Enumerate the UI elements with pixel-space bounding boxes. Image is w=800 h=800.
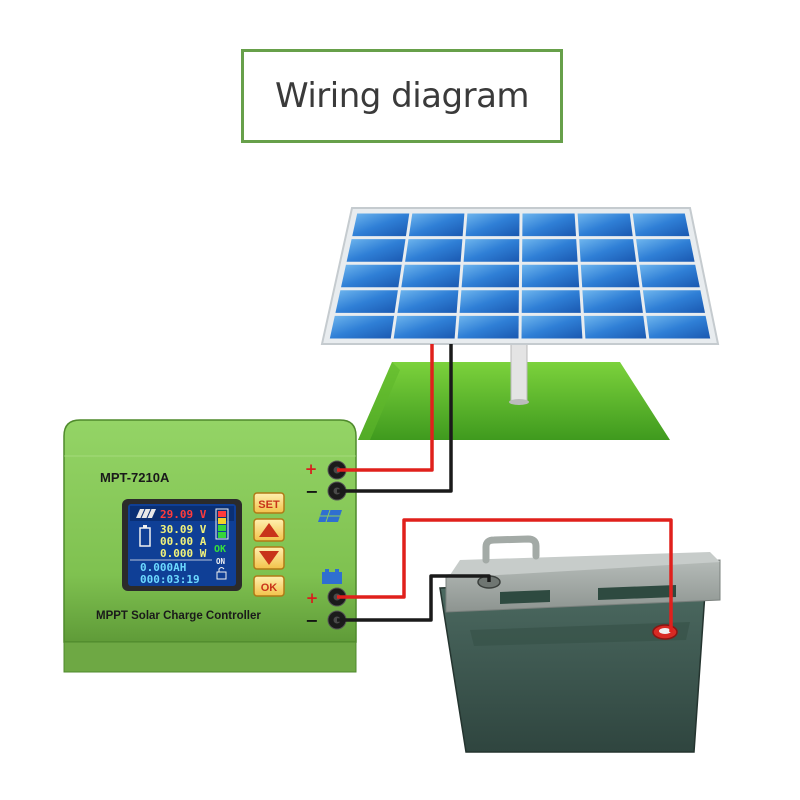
lock-icon: [216, 567, 227, 580]
pv-positive-wire: [337, 344, 434, 472]
lcd-battery-icon: [139, 525, 151, 547]
diagram-title: Wiring diagram: [274, 76, 530, 116]
solar-cell: [405, 239, 463, 262]
charge-controller: MPT-7210A MPPT Solar Charge Controller 2…: [63, 419, 357, 673]
solar-cell: [579, 239, 637, 262]
solar-cell-grid: [329, 213, 711, 339]
solar-cell: [397, 290, 459, 313]
up-button[interactable]: [253, 518, 285, 542]
solar-cell: [632, 213, 690, 237]
lcd-level-bars: [215, 508, 229, 540]
solar-cell: [459, 290, 519, 313]
battery: [439, 535, 721, 753]
lcd-screen: [128, 504, 236, 586]
battery-positive-wire: [337, 518, 673, 632]
battery-icon: [322, 569, 342, 584]
pv-plus-sign: +: [305, 460, 318, 478]
lcd-status-ok: OK: [214, 544, 226, 555]
solar-cell: [580, 264, 640, 288]
solar-cell: [408, 213, 465, 237]
solar-cell: [522, 213, 577, 237]
solar-cell: [457, 315, 519, 339]
up-arrow-icon: [259, 523, 279, 537]
set-button[interactable]: SET: [253, 492, 285, 514]
solar-cell: [521, 315, 583, 339]
solar-cell: [352, 213, 410, 237]
battery-plus-sign: +: [306, 589, 319, 607]
title-frame: Wiring diagram: [241, 49, 563, 143]
solar-cell: [341, 264, 402, 288]
solar-cell: [646, 315, 711, 339]
solar-cell: [346, 239, 406, 262]
solar-cell: [583, 315, 647, 339]
lcd-power: 0.000 W: [160, 547, 207, 560]
solar-cell: [329, 315, 395, 339]
lcd-panel-voltage: 29.09 V: [160, 508, 207, 521]
solar-cell: [463, 239, 520, 262]
solar-cell: [521, 290, 581, 313]
lcd-status-on: ON: [216, 557, 226, 566]
solar-cell: [465, 213, 520, 237]
solar-cell: [636, 239, 695, 262]
lcd-charge-ah: 0.000AH: [140, 561, 186, 574]
ok-button[interactable]: OK: [253, 575, 285, 597]
lcd-current: 00.00 A: [160, 535, 207, 548]
lcd-panel-icon: [136, 508, 156, 519]
controller-model: MPT-7210A: [100, 470, 170, 485]
solar-cell: [642, 290, 705, 313]
lcd-timer: 000:03:19: [140, 573, 200, 586]
down-button[interactable]: [253, 546, 285, 570]
solar-cell: [577, 213, 633, 237]
pv-negative-wire: [337, 344, 453, 493]
battery-negative-wire: [337, 574, 491, 622]
solar-panel-icon: [318, 509, 342, 523]
solar-cell: [521, 264, 580, 288]
lcd-battery-voltage: 30.09 V: [160, 523, 207, 536]
solar-cell: [393, 315, 457, 339]
solar-cell: [335, 290, 398, 313]
ok-button-label: OK: [261, 582, 278, 594]
battery-minus-sign: −: [305, 611, 318, 630]
solar-cell: [582, 290, 643, 313]
pv-minus-sign: −: [305, 482, 318, 501]
solar-panel: [320, 207, 720, 345]
controller-subtitle: MPPT Solar Charge Controller: [96, 610, 261, 622]
down-arrow-icon: [259, 551, 279, 565]
solar-cell: [461, 264, 520, 288]
solar-cell: [401, 264, 461, 288]
solar-cell: [522, 239, 578, 262]
set-button-label: SET: [258, 499, 280, 511]
solar-cell: [639, 264, 700, 288]
